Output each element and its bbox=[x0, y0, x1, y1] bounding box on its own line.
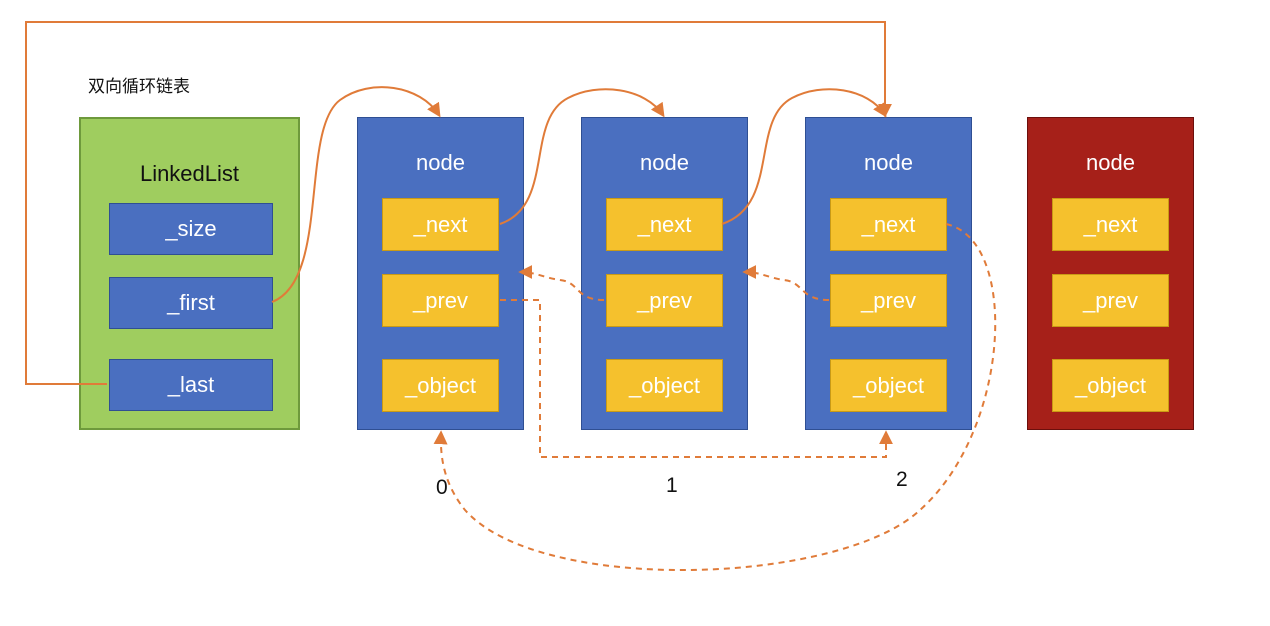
node-0-next-field: _next bbox=[382, 198, 499, 251]
node-1-index: 1 bbox=[666, 474, 678, 497]
diagram-title: 双向循环链表 bbox=[88, 77, 190, 97]
node-0-label: node bbox=[416, 150, 465, 175]
node-1-next-field: _next bbox=[606, 198, 723, 251]
node-3-label: node bbox=[1086, 150, 1135, 175]
node-1-prev-field: _prev bbox=[606, 274, 723, 327]
size-field: _size bbox=[109, 203, 273, 255]
node-3-box: node _next _prev _object bbox=[1027, 117, 1194, 430]
node-1-box: node _next _prev _object bbox=[581, 117, 748, 430]
last-field: _last bbox=[109, 359, 273, 411]
node-2-label: node bbox=[864, 150, 913, 175]
node-0-object-field: _object bbox=[382, 359, 499, 412]
linkedlist-box: LinkedList _size _first _last bbox=[79, 117, 300, 430]
node-3-object-field: _object bbox=[1052, 359, 1169, 412]
first-field: _first bbox=[109, 277, 273, 329]
node-3-next-field: _next bbox=[1052, 198, 1169, 251]
node-2-next-field: _next bbox=[830, 198, 947, 251]
node-1-label: node bbox=[640, 150, 689, 175]
node-2-index: 2 bbox=[896, 468, 908, 491]
node-2-prev-field: _prev bbox=[830, 274, 947, 327]
node-2-object-field: _object bbox=[830, 359, 947, 412]
node-3-prev-field: _prev bbox=[1052, 274, 1169, 327]
node-2-box: node _next _prev _object bbox=[805, 117, 972, 430]
node-0-index: 0 bbox=[436, 476, 448, 499]
linkedlist-label: LinkedList bbox=[139, 161, 240, 186]
node-1-object-field: _object bbox=[606, 359, 723, 412]
node-0-prev-field: _prev bbox=[382, 274, 499, 327]
node-0-box: node _next _prev _object bbox=[357, 117, 524, 430]
